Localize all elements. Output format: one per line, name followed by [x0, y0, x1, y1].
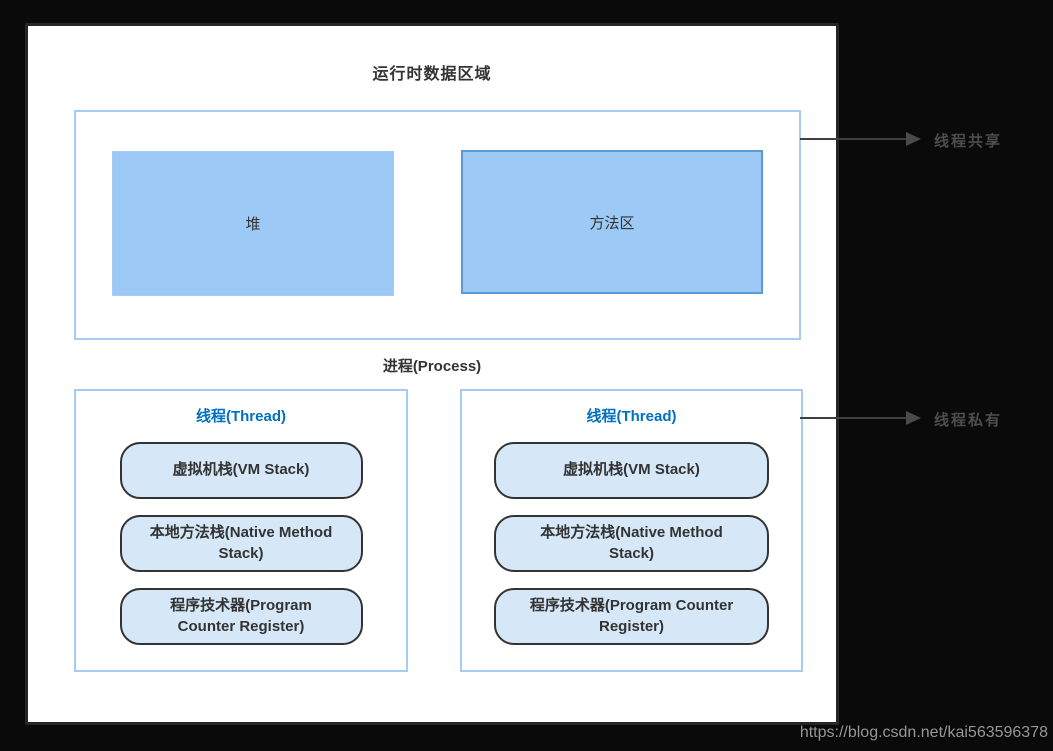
native-method-stack-box: 本地方法栈(Native Method Stack): [119, 515, 363, 572]
method-area-label: 方法区: [589, 214, 635, 232]
program-counter-label: 程序技术器(Program Counter Register): [529, 597, 734, 635]
csdn-watermark: https://blog.csdn.net/kai563596378: [799, 724, 1048, 741]
thread-title: 线程(Thread): [586, 408, 677, 425]
heap-box: 堆: [112, 151, 394, 296]
vm-stack-label: 虚拟机栈(VM Stack): [172, 461, 310, 479]
thread-private-label: 线程私有: [934, 412, 1003, 429]
thread-container-left: 线程(Thread) 虚拟机栈(VM Stack) 本地方法栈(Native M…: [74, 389, 408, 672]
arrow-line: [800, 138, 907, 140]
thread-shared-annotation: 线程共享: [800, 130, 1053, 150]
method-area-box: 方法区: [461, 150, 763, 294]
process-label: 进程(Process): [382, 358, 482, 375]
diagram-canvas: 运行时数据区域 堆 方法区 进程(Process) 线程(Thread) 虚拟机…: [25, 23, 839, 725]
program-counter-box: 程序技术器(Program Counter Register): [119, 588, 363, 645]
thread-shared-label: 线程共享: [934, 133, 1003, 150]
heap-label: 堆: [245, 216, 261, 233]
arrow-head-icon: [906, 132, 921, 146]
arrow-line: [800, 417, 907, 419]
native-method-stack-label: 本地方法栈(Native Method Stack): [149, 524, 333, 562]
arrow-head-icon: [906, 411, 921, 425]
program-counter-label: 程序技术器(Program Counter Register): [170, 597, 312, 635]
thread-shared-container: 堆 方法区: [74, 110, 801, 340]
thread-container-right: 线程(Thread) 虚拟机栈(VM Stack) 本地方法栈(Native M…: [460, 389, 803, 672]
native-method-stack-label: 本地方法栈(Native Method Stack): [540, 524, 723, 562]
diagram-title: 运行时数据区域: [372, 66, 492, 83]
thread-title: 线程(Thread): [195, 408, 286, 425]
vm-stack-label: 虚拟机栈(VM Stack): [563, 461, 700, 479]
program-counter-box: 程序技术器(Program Counter Register): [494, 588, 769, 645]
thread-private-annotation: 线程私有: [800, 409, 1053, 429]
vm-stack-box: 虚拟机栈(VM Stack): [119, 442, 363, 499]
native-method-stack-box: 本地方法栈(Native Method Stack): [494, 515, 769, 572]
vm-stack-box: 虚拟机栈(VM Stack): [494, 442, 769, 499]
